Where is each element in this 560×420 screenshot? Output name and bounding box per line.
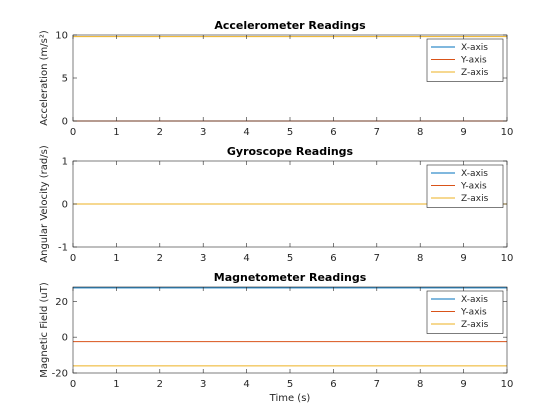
- x-tick-label: 4: [243, 253, 249, 264]
- y-tick-label: -1: [58, 243, 68, 254]
- x-tick-label: 1: [113, 379, 119, 390]
- y-tick-label: 5: [62, 74, 68, 85]
- x-tick-label: 0: [70, 379, 76, 390]
- x-tick-label: 2: [157, 379, 163, 390]
- legend-box: [426, 164, 504, 208]
- x-tick-label: 8: [417, 127, 423, 138]
- x-tick-label: 6: [330, 127, 336, 138]
- legend-label: X-axis: [461, 295, 488, 305]
- x-tick-label: 3: [200, 379, 206, 390]
- x-tick-label: 9: [460, 127, 466, 138]
- y-axis-label: Acceleration (m/s²): [39, 30, 50, 126]
- legend-label: Y-axis: [460, 182, 487, 192]
- y-tick-label: 0: [62, 333, 68, 344]
- legend-label: Y-axis: [460, 308, 487, 318]
- y-tick-label: 0: [62, 200, 68, 211]
- x-tick-label: 2: [157, 253, 163, 264]
- x-axis-label: Time (s): [269, 393, 311, 404]
- y-tick-label: 10: [55, 31, 68, 42]
- x-tick-label: 3: [200, 253, 206, 264]
- chart-title: Magnetometer Readings: [214, 271, 367, 284]
- x-tick-label: 5: [287, 127, 293, 138]
- legend-box: [426, 290, 504, 334]
- x-tick-label: 4: [243, 127, 249, 138]
- x-tick-label: 7: [374, 253, 380, 264]
- y-axis-label: Magnetic Field (uT): [39, 282, 50, 378]
- x-tick-label: 10: [501, 253, 514, 264]
- x-tick-label: 7: [374, 379, 380, 390]
- legend-label: Z-axis: [461, 68, 489, 78]
- x-tick-label: 8: [417, 253, 423, 264]
- x-tick-label: 0: [70, 253, 76, 264]
- x-tick-label: 5: [287, 379, 293, 390]
- legend-label: X-axis: [461, 169, 488, 179]
- x-tick-label: 6: [330, 253, 336, 264]
- x-tick-label: 9: [460, 379, 466, 390]
- x-tick-label: 2: [157, 127, 163, 138]
- y-tick-label: 1: [62, 157, 68, 168]
- x-tick-label: 0: [70, 127, 76, 138]
- x-tick-label: 7: [374, 127, 380, 138]
- legend-label: Y-axis: [460, 56, 487, 66]
- x-tick-label: 10: [501, 127, 514, 138]
- x-tick-label: 8: [417, 379, 423, 390]
- y-tick-label: -20: [52, 369, 68, 380]
- chart-title: Gyroscope Readings: [227, 145, 354, 158]
- legend-label: X-axis: [461, 43, 488, 53]
- x-tick-label: 9: [460, 253, 466, 264]
- chart-title: Accelerometer Readings: [214, 19, 366, 32]
- x-tick-label: 1: [113, 127, 119, 138]
- subplot-1: 0 1 2 3 4 5 6 7 8 9 10 0 5 10 Accelerometer ReadingsAc…: [39, 19, 513, 138]
- x-tick-label: 1: [113, 253, 119, 264]
- y-tick-label: 20: [55, 297, 68, 308]
- x-tick-label: 6: [330, 379, 336, 390]
- x-tick-label: 4: [243, 379, 249, 390]
- y-tick-label: 0: [62, 117, 68, 128]
- x-tick-label: 3: [200, 127, 206, 138]
- x-tick-label: 5: [287, 253, 293, 264]
- x-tick-label: 10: [501, 379, 514, 390]
- legend-box: [426, 38, 504, 82]
- legend-label: Z-axis: [461, 194, 489, 204]
- legend-label: Z-axis: [461, 320, 489, 330]
- y-axis-label: Angular Velocity (rad/s): [39, 145, 50, 263]
